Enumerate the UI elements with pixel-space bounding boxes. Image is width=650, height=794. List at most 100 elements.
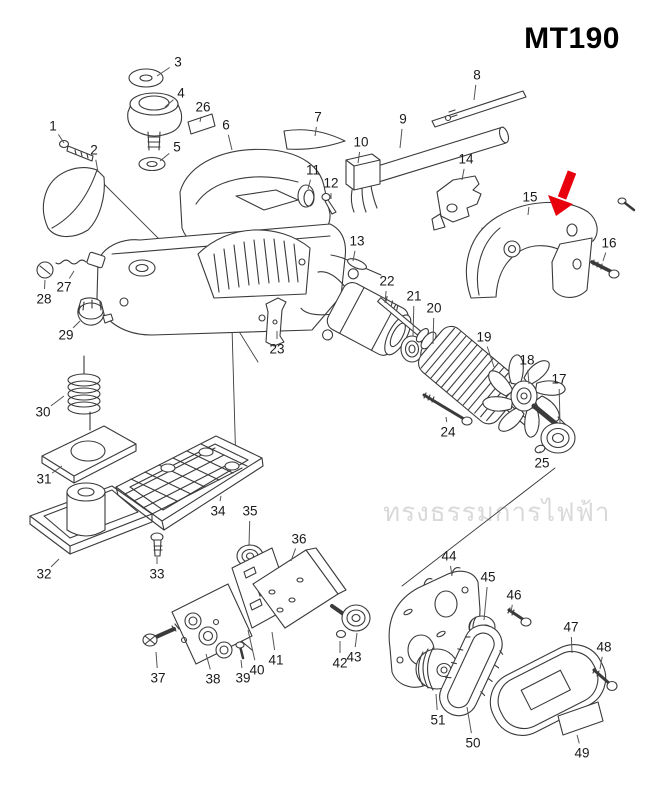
part-number-20: 20 bbox=[426, 301, 441, 316]
part-number-2: 2 bbox=[90, 143, 98, 158]
part-29-knob bbox=[77, 297, 114, 326]
callout-leader-20 bbox=[432, 317, 435, 345]
callout-leader-41 bbox=[271, 631, 276, 651]
part-number-51: 51 bbox=[430, 713, 445, 728]
callout-leader-45 bbox=[483, 586, 488, 621]
part-number-7: 7 bbox=[314, 110, 322, 125]
part-17-bearing bbox=[540, 422, 576, 454]
part-number-24: 24 bbox=[440, 425, 456, 440]
part-8-rod bbox=[431, 90, 527, 128]
part-5-washer bbox=[138, 156, 166, 172]
callout-leader-43 bbox=[354, 632, 358, 648]
part-10-terminal-block bbox=[345, 153, 381, 213]
part-number-45: 45 bbox=[480, 570, 495, 585]
callout-leader-47 bbox=[570, 636, 573, 654]
part-38-drum-cover bbox=[171, 583, 253, 665]
callout-layer: 1234567891011121314151617181920212223242… bbox=[35, 55, 616, 761]
part-number-33: 33 bbox=[149, 567, 164, 582]
part-number-37: 37 bbox=[150, 671, 165, 686]
part-24-screw bbox=[422, 392, 473, 426]
callout-leader-38 bbox=[205, 653, 211, 670]
callout-leader-44 bbox=[450, 565, 453, 577]
part-27-brush bbox=[55, 251, 106, 269]
callout-leader-28 bbox=[44, 279, 46, 290]
part-number-44: 44 bbox=[441, 549, 457, 564]
part-number-15: 15 bbox=[522, 190, 537, 205]
part-49-label bbox=[557, 701, 604, 736]
part-number-13: 13 bbox=[349, 234, 364, 249]
part-number-5: 5 bbox=[173, 140, 181, 155]
part-28-cap bbox=[36, 261, 54, 279]
part-4-knob bbox=[127, 92, 183, 151]
part-number-41: 41 bbox=[268, 653, 283, 668]
part-number-34: 34 bbox=[210, 504, 226, 519]
part-number-50: 50 bbox=[465, 736, 480, 751]
part-number-38: 38 bbox=[205, 672, 220, 687]
callout-leader-1 bbox=[57, 134, 65, 144]
part-number-10: 10 bbox=[353, 135, 368, 150]
part-12-screw bbox=[321, 192, 337, 215]
callout-leader-22 bbox=[384, 290, 387, 304]
model-title: MT190 bbox=[524, 22, 620, 55]
part-9-tube bbox=[363, 126, 510, 186]
callout-leader-40 bbox=[247, 629, 256, 661]
callout-leader-32 bbox=[50, 558, 60, 568]
part-13-wire bbox=[330, 254, 382, 276]
part-25-clip bbox=[534, 444, 546, 454]
part-number-32: 32 bbox=[36, 567, 51, 582]
part-1-screw bbox=[58, 139, 94, 162]
part-number-40: 40 bbox=[249, 663, 264, 678]
part-37-bolt bbox=[142, 623, 180, 647]
callout-leader-4 bbox=[164, 99, 174, 108]
part-33-screw bbox=[150, 532, 164, 557]
part-22-field bbox=[300, 268, 412, 356]
part-26-label bbox=[187, 113, 216, 135]
part-number-39: 39 bbox=[235, 671, 250, 686]
part-number-21: 21 bbox=[406, 289, 421, 304]
part-18-fan bbox=[482, 354, 567, 438]
callout-leader-46 bbox=[510, 604, 513, 613]
callout-leader-5 bbox=[159, 153, 170, 162]
part-number-26: 26 bbox=[195, 100, 210, 115]
part-number-12: 12 bbox=[323, 176, 338, 191]
part-50-belt bbox=[439, 624, 504, 717]
part-number-4: 4 bbox=[177, 86, 185, 101]
part-31-plate bbox=[41, 425, 137, 484]
callout-leader-51 bbox=[435, 693, 438, 711]
callout-leader-36 bbox=[290, 548, 297, 562]
part-42-oring bbox=[335, 629, 347, 639]
callout-leader-34 bbox=[219, 495, 222, 502]
callout-leader-14 bbox=[461, 168, 465, 181]
part-number-36: 36 bbox=[291, 532, 306, 547]
part-number-42: 42 bbox=[332, 656, 347, 671]
part-15-rear-handle bbox=[465, 201, 598, 299]
part-number-9: 9 bbox=[399, 112, 407, 127]
part-number-48: 48 bbox=[596, 640, 611, 655]
callout-leader-49 bbox=[576, 734, 580, 744]
callout-leader-17 bbox=[558, 388, 561, 425]
part-number-19: 19 bbox=[476, 330, 491, 345]
callout-leader-3 bbox=[156, 67, 170, 77]
callout-leader-31 bbox=[51, 465, 63, 474]
callout-leader-27 bbox=[68, 270, 75, 279]
part-30-spring bbox=[67, 355, 101, 431]
callout-leader-48 bbox=[599, 656, 603, 670]
callout-leader-16 bbox=[602, 252, 607, 262]
part-number-1: 1 bbox=[49, 119, 57, 134]
callout-leader-13 bbox=[352, 250, 356, 262]
shop-watermark: ทรงธรรมการไฟฟ้า bbox=[383, 497, 611, 527]
callout-leader-19 bbox=[486, 346, 495, 368]
callout-leader-8 bbox=[473, 84, 477, 101]
callout-leader-29 bbox=[72, 320, 81, 329]
callout-leader-10 bbox=[357, 151, 361, 164]
part-43-bearing bbox=[341, 604, 371, 632]
part-6-housing bbox=[96, 148, 347, 336]
callout-leader-26 bbox=[199, 116, 202, 123]
part-number-22: 22 bbox=[379, 274, 394, 289]
part-2-guard bbox=[42, 167, 105, 238]
part-number-3: 3 bbox=[174, 55, 182, 70]
part-number-6: 6 bbox=[222, 118, 230, 133]
callout-leader-37 bbox=[155, 651, 158, 669]
